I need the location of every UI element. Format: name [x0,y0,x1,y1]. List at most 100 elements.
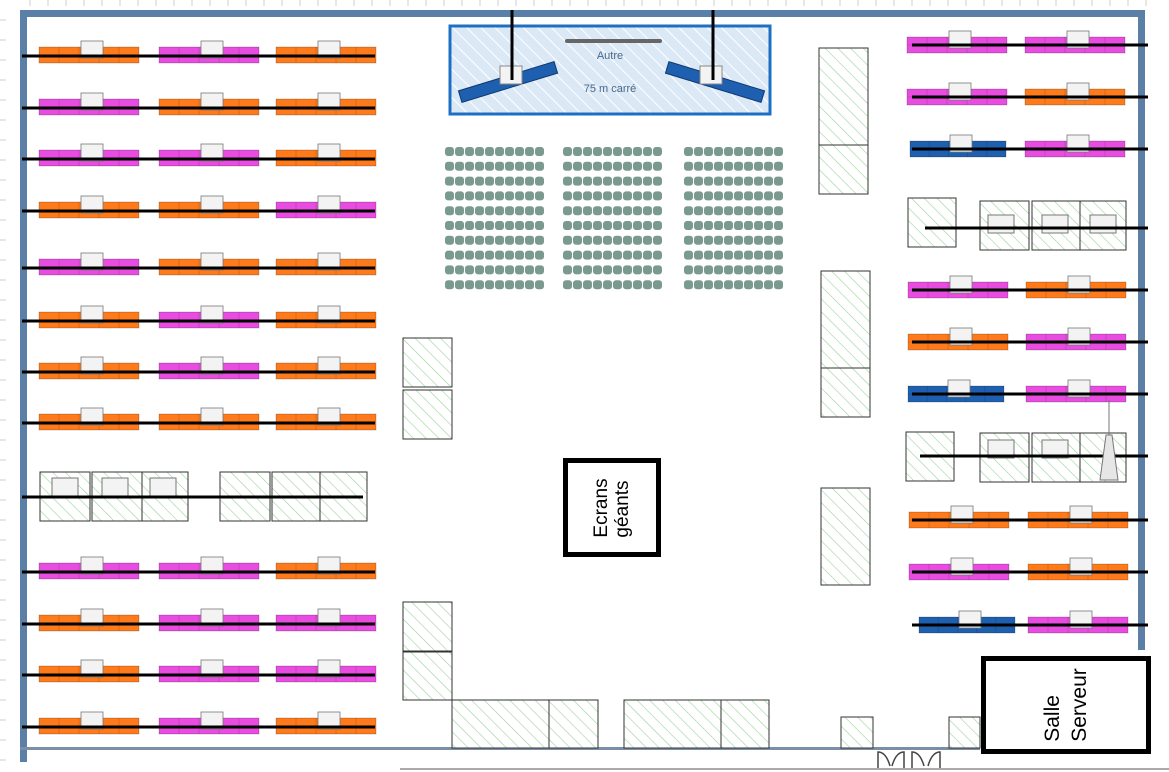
audience-seat [613,206,622,216]
entrance-doors-icon [877,751,941,768]
computer-icon [80,556,104,575]
audience-seat [653,280,662,290]
audience-seat [603,280,612,290]
audience-seat [774,280,783,290]
audience-seat [623,206,632,216]
audience-seat [603,265,612,275]
audience-seat [764,176,773,186]
audience-seat [535,161,544,171]
audience-seat [734,221,743,230]
audience-seat [613,221,622,230]
audience-seat [475,265,484,275]
wifi-antenna-icon [1099,400,1119,481]
audience-seat [623,147,632,156]
audience-seat [643,176,652,186]
audience-seat [485,250,494,260]
audience-seat [623,265,632,275]
audience-seat [694,206,703,216]
audience-seat [573,280,582,290]
audience-seat [734,206,743,216]
computer-icon [317,556,341,575]
audience-seat [563,161,572,171]
audience-seat [653,265,662,275]
audience-seat [684,250,693,260]
computer-icon [80,356,104,375]
audience-seat [505,235,514,245]
audience-seat [724,265,733,275]
audience-seat [535,191,544,201]
audience-seat [653,191,662,201]
audience-seat [515,161,524,171]
audience-seat [643,265,652,275]
audience-seat [714,206,723,216]
audience-seat [734,161,743,171]
server-room-line2: Serveur [1068,668,1091,742]
audience-seat [455,161,464,171]
computer-icon [200,143,224,162]
audience-seat [525,265,534,275]
audience-seat [694,235,703,245]
audience-seat [613,250,622,260]
audience-seat [714,280,723,290]
audience-seat [573,206,582,216]
computer-icon [80,40,104,59]
audience-seat [764,265,773,275]
audience-seat [734,191,743,201]
computer-icon [200,711,224,730]
audience-seat [694,161,703,171]
audience-seat [445,147,454,156]
audience-seat [535,221,544,230]
audience-seat [573,161,582,171]
audience-seat [475,235,484,245]
audience-seat [535,147,544,156]
audience-seat [724,280,733,290]
audience-seat [754,221,763,230]
audience-seat [734,250,743,260]
audience-seat [593,221,602,230]
audience-seat [623,235,632,245]
audience-seat [764,147,773,156]
audience-seat [633,265,642,275]
audience-seat [573,235,582,245]
audience-seat [774,191,783,201]
audience-seat [495,176,504,186]
audience-seat [485,280,494,290]
audience-seat [764,221,773,230]
audience-seat [724,191,733,201]
audience-seat [724,147,733,156]
computer-icon [317,252,341,271]
audience-seat [485,161,494,171]
audience-seat [633,235,642,245]
audience-seat [623,250,632,260]
audience-seat [744,147,753,156]
audience-seat [505,206,514,216]
audience-seat [714,250,723,260]
audience-seat [475,191,484,201]
audience-seat [445,250,454,260]
audience-seat [465,147,474,156]
stage-area-label: 75 m carré [583,83,637,95]
audience-seat [764,161,773,171]
audience-seat [754,235,763,245]
audience-seat [613,176,622,186]
audience-seat [535,265,544,275]
computer-icon [200,92,224,111]
audience-seat [475,206,484,216]
audience-seat [714,235,723,245]
audience-seat [515,176,524,186]
audience-seat [455,206,464,216]
audience-seat [593,147,602,156]
audience-seat [744,265,753,275]
audience-seat [505,147,514,156]
audience-seat [445,206,454,216]
audience-seat [603,161,612,171]
server-room-label: Salle Serveur [1039,668,1093,742]
audience-seat [623,176,632,186]
audience-seat [515,206,524,216]
audience-seat [603,235,612,245]
audience-seat [525,221,534,230]
audience-seat [505,265,514,275]
audience-seat [445,176,454,186]
audience-seat [495,280,504,290]
audience-seat [573,147,582,156]
